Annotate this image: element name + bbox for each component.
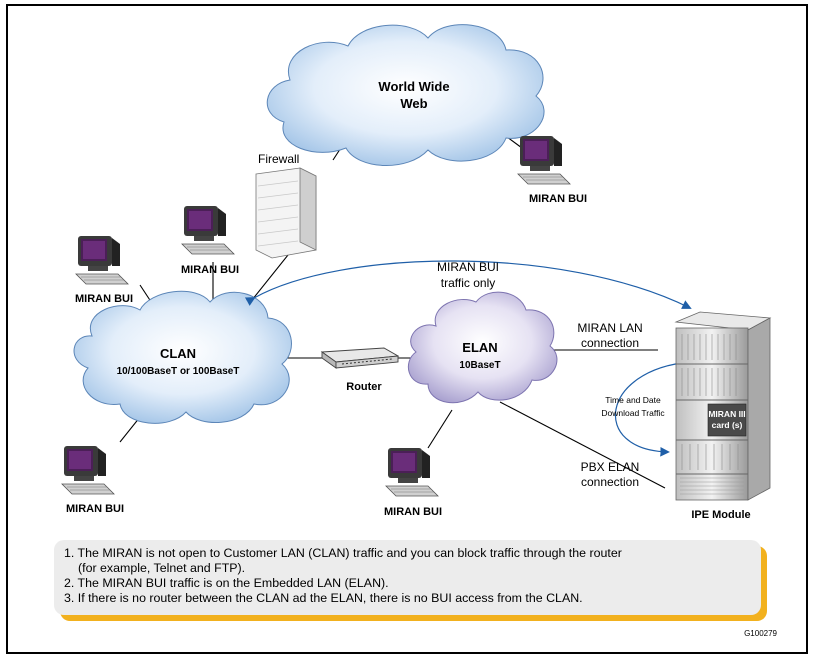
bui-traffic-arrow	[244, 260, 692, 309]
bui-traffic-line2: traffic only	[441, 276, 495, 290]
clan-cloud: CLAN 10/100BaseT or 100BaseT	[73, 290, 292, 424]
computer-icon-bottom-left	[61, 445, 115, 495]
world-wide-web-cloud: World Wide Web	[266, 24, 545, 166]
time-date-line1: Time and Date	[605, 395, 661, 405]
figure-id: G100279	[744, 629, 777, 638]
firewall-label: Firewall	[258, 152, 299, 166]
lan-connection-line2: connection	[581, 336, 639, 350]
elan-cloud: ELAN 10BaseT	[407, 291, 558, 404]
ipe-module-label: IPE Module	[691, 509, 750, 521]
miran-bui-label-elan: MIRAN BUI	[384, 506, 442, 518]
miran-bui-label-bottom-left: MIRAN BUI	[66, 503, 124, 515]
time-date-line2: Download Traffic	[601, 408, 665, 418]
clan-subtitle: 10/100BaseT or 100BaseT	[117, 366, 240, 377]
note-item-1-line2: (for example, Telnet and FTP).	[78, 561, 246, 575]
computer-icon-www	[517, 135, 571, 185]
pbx-connection-line2: connection	[581, 475, 639, 489]
www-title-line2: Web	[400, 96, 427, 111]
pbx-connection-line1: PBX ELAN	[581, 460, 640, 474]
ipe-module-rack	[674, 311, 772, 501]
elan-title: ELAN	[462, 340, 497, 355]
miran-bui-label-top: MIRAN BUI	[181, 264, 239, 276]
firewall-icon	[255, 167, 317, 259]
miran-card-line2: card (s)	[712, 420, 743, 430]
router-label: Router	[346, 381, 382, 393]
computer-icon-elan	[385, 447, 439, 497]
time-date-arrow	[614, 356, 699, 457]
miran-bui-label-www: MIRAN BUI	[529, 193, 587, 205]
note-item-3: 3. If there is no router between the CLA…	[64, 591, 583, 605]
note-item-1-line1: 1. The MIRAN is not open to Customer LAN…	[64, 546, 622, 560]
computer-icon-top	[181, 205, 235, 255]
bui-traffic-line1: MIRAN BUI	[437, 260, 499, 274]
computer-icon-left	[75, 235, 129, 285]
miran-card-line1: MIRAN III	[708, 409, 745, 419]
router-icon	[320, 347, 400, 369]
miran-bui-label-left: MIRAN BUI	[75, 293, 133, 305]
clan-title: CLAN	[160, 346, 196, 361]
notes-box: 1. The MIRAN is not open to Customer LAN…	[54, 540, 761, 615]
elan-subtitle: 10BaseT	[459, 360, 500, 371]
www-title-line1: World Wide	[378, 79, 449, 94]
note-item-2: 2. The MIRAN BUI traffic is on the Embed…	[64, 576, 389, 590]
lan-connection-line1: MIRAN LAN	[577, 321, 642, 335]
